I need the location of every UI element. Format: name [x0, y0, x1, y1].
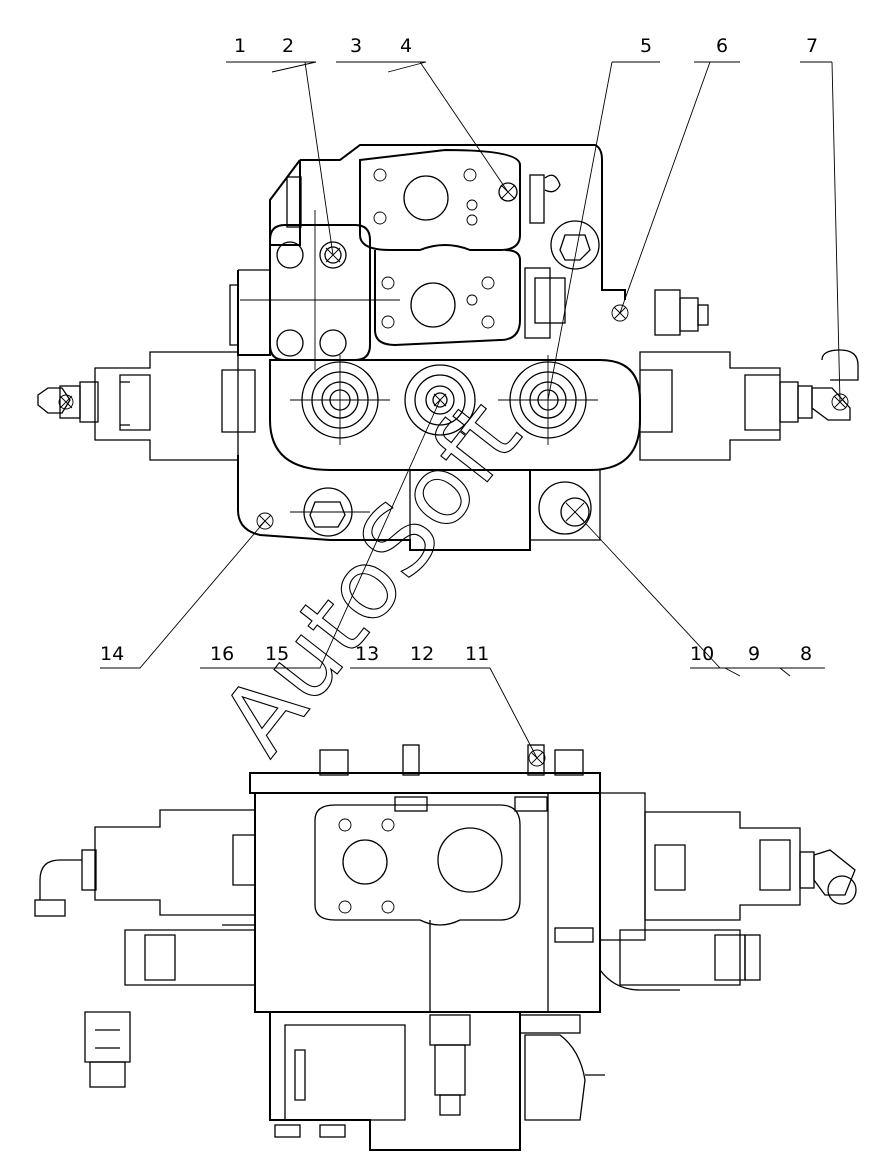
- main-port-left: [290, 355, 390, 445]
- callout-13: 13: [355, 643, 379, 665]
- top-housing-left-block: [229, 269, 270, 346]
- bottom-right-solenoid-2: [619, 929, 746, 986]
- callout-6: 6: [716, 35, 728, 57]
- bolt-2: [319, 241, 347, 269]
- left-solenoid: [94, 351, 256, 461]
- callout-8: 8: [800, 643, 812, 665]
- main-port-center: [404, 364, 476, 436]
- left-flange-plate: [269, 224, 371, 361]
- top-lower-block: [237, 455, 531, 551]
- bolt-callout-4: [498, 182, 518, 202]
- hex-bolt-right: [550, 220, 600, 270]
- callout-numbers-top: 1 2 3 4 5 6 7: [234, 35, 818, 57]
- cover-plate-lower: [374, 249, 521, 347]
- right-fitting-top: [821, 349, 859, 381]
- bottom-left-solenoid: [94, 809, 256, 916]
- callout-numbers-bottom: 14 16 15 13 12 11 10 9 8: [100, 643, 812, 665]
- callout-2: 2: [282, 35, 294, 57]
- lower-bolt-right: [538, 481, 592, 535]
- watermark-text: AutoSoft: [200, 380, 542, 774]
- top-lower-step: [409, 469, 601, 541]
- marker-14: [256, 512, 274, 530]
- callout-11: 11: [465, 643, 489, 665]
- callout-10: 10: [690, 643, 714, 665]
- callout-7: 7: [806, 35, 818, 57]
- callout-1: 1: [234, 35, 246, 57]
- callout-12: 12: [410, 643, 434, 665]
- left-fitting-top: [37, 387, 71, 414]
- cover-plate-upper: [359, 148, 521, 251]
- bottom-view: [34, 744, 857, 1151]
- bottom-left-solenoid-2: [124, 924, 256, 986]
- bottom-lower-assembly: [269, 1012, 521, 1151]
- top-view: [37, 144, 859, 551]
- marker-11: [528, 749, 546, 767]
- bolt-3: [276, 329, 304, 357]
- main-port-right: [498, 355, 598, 445]
- leader-lines: [100, 61, 841, 759]
- bottom-port-left: [342, 839, 388, 885]
- bottom-top-rail: [249, 772, 601, 794]
- bottom-valve-plate: [314, 804, 521, 926]
- bolt-4: [319, 329, 347, 357]
- bottom-right-solenoid: [644, 811, 801, 921]
- port-lower: [410, 282, 456, 328]
- callout-15: 15: [265, 643, 289, 665]
- callout-3: 3: [350, 35, 362, 57]
- callout-16: 16: [210, 643, 234, 665]
- callout-9: 9: [748, 643, 760, 665]
- right-solenoid: [639, 351, 781, 461]
- top-center-body: [269, 359, 641, 471]
- callout-5: 5: [640, 35, 652, 57]
- port-upper: [403, 175, 449, 221]
- marker-6: [611, 304, 629, 322]
- callout-4: 4: [400, 35, 412, 57]
- callout-14: 14: [100, 643, 124, 665]
- bolt-1: [276, 241, 304, 269]
- bottom-port-right: [437, 827, 503, 893]
